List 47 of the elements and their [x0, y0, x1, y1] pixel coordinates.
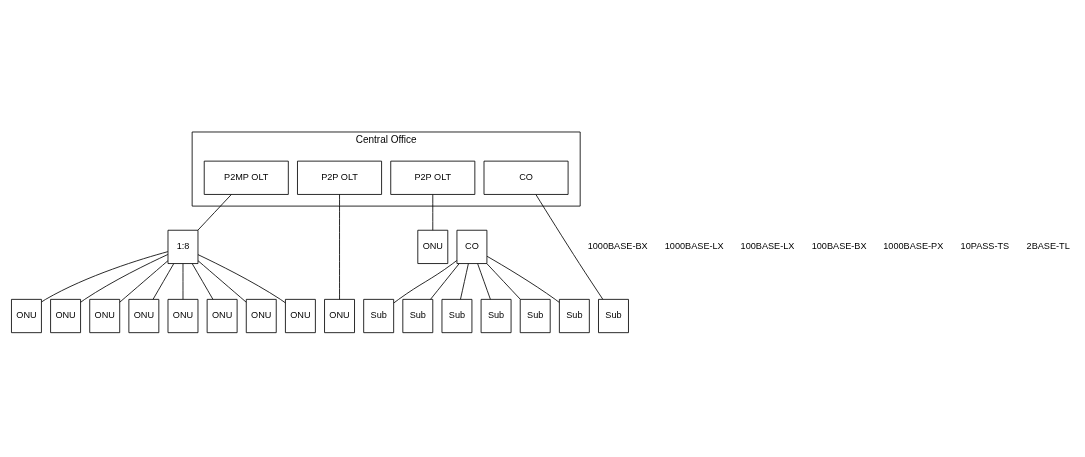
connector [432, 193, 434, 231]
connector [41, 250, 169, 302]
node-box: Sub [480, 298, 512, 333]
connector [197, 193, 232, 231]
node-box: P2P OLT [390, 160, 476, 195]
connector [339, 193, 340, 300]
label: 1000BASE-BX [587, 240, 648, 251]
node-box: ONU [167, 298, 199, 333]
label: 100BASE-BX [811, 240, 867, 251]
node-box: P2P OLT [297, 160, 382, 195]
label: 100BASE-LX [740, 240, 795, 251]
connector [460, 262, 469, 300]
node-box: Sub [441, 298, 473, 333]
node-box: ONU [50, 298, 81, 333]
node-box: P2MP OLT [203, 160, 289, 195]
node-box: CO [456, 229, 488, 264]
label: 2BASE-TL [1026, 240, 1070, 251]
connector [486, 255, 560, 303]
node-box: Sub [519, 298, 551, 333]
label: 10PASS-TS [960, 240, 1010, 251]
node-box: ONU [206, 298, 238, 333]
connector [191, 262, 214, 300]
node-box: ONU [417, 229, 449, 264]
node-box: Sub [558, 298, 590, 333]
connector [119, 259, 169, 303]
connector [477, 262, 491, 300]
node-box: ONU [324, 298, 355, 333]
connector [152, 262, 175, 300]
label: 1000BASE-LX [664, 240, 724, 251]
node-box: ONU [128, 298, 160, 333]
connector [393, 259, 458, 303]
connector [430, 262, 460, 300]
node-box: ONU [245, 298, 277, 333]
connector [486, 262, 521, 300]
connector [182, 262, 184, 300]
connector [197, 253, 286, 303]
connector [197, 259, 247, 303]
node-box: ONU [11, 298, 42, 333]
node-box: CO [483, 160, 569, 195]
node-box: 1:8 [167, 229, 199, 264]
node-box: ONU [89, 298, 121, 333]
node-box: Sub [402, 298, 434, 333]
connector [80, 253, 169, 303]
node-box: ONU [285, 298, 316, 333]
node-box: Sub [363, 298, 395, 333]
node-box: Sub [598, 298, 629, 333]
label: 1000BASE-PX [883, 240, 944, 251]
